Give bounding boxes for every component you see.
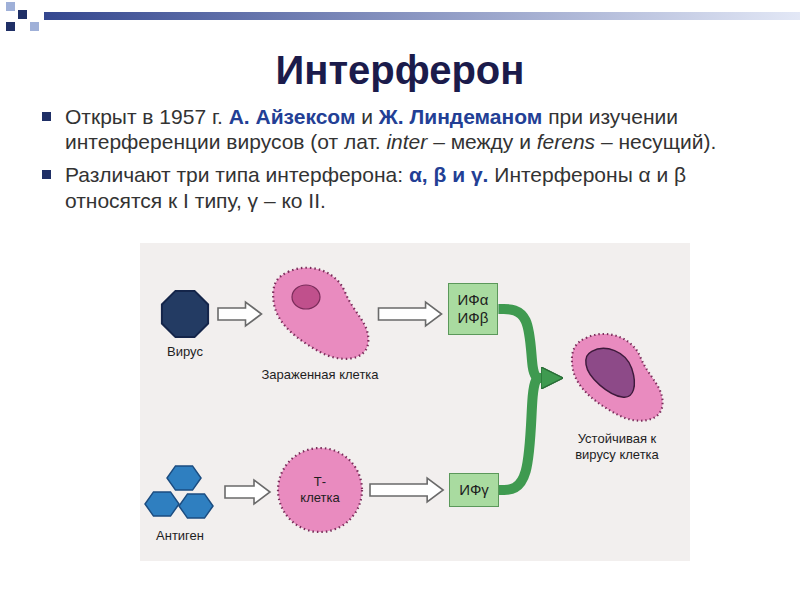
bullet-marker bbox=[42, 112, 51, 121]
bullet-text: и bbox=[361, 105, 373, 128]
cell-drawing bbox=[567, 328, 667, 428]
bullet-text: ferens bbox=[537, 130, 595, 153]
bullet-item: Различают три типа интерферона: α, β и γ… bbox=[65, 162, 770, 212]
merge-arrow bbox=[499, 378, 541, 490]
cell-membrane bbox=[278, 448, 362, 532]
interferon-box: ИФγ bbox=[449, 473, 499, 507]
top-bar bbox=[44, 12, 800, 20]
bullet-text: – несущий). bbox=[601, 130, 716, 153]
antigen-hexagon bbox=[179, 494, 213, 518]
merge-arrow bbox=[498, 309, 541, 378]
hollow-arrow bbox=[218, 302, 262, 326]
slide-title: Интерферон bbox=[0, 48, 800, 93]
virus-octagon bbox=[162, 291, 208, 337]
bullet-item: Открыт в 1957 г. А. Айзексом и Ж. Линдем… bbox=[65, 104, 770, 154]
bullet-text: – между и bbox=[433, 130, 531, 153]
virus-octagon bbox=[158, 287, 212, 341]
hollow-arrow bbox=[379, 302, 442, 326]
hollow-arrow bbox=[370, 478, 443, 502]
deco-square bbox=[30, 22, 39, 31]
node-label: Антиген bbox=[156, 528, 204, 544]
cell-nucleus bbox=[586, 348, 635, 397]
resistant-cell: Устойчивая к вирусу клетка bbox=[567, 328, 667, 462]
bullet-text: Различают три типа интерферона: bbox=[65, 163, 403, 186]
cell-drawing bbox=[268, 264, 373, 364]
bullet-marker bbox=[42, 170, 51, 179]
interferon-box: ИФα ИФβ bbox=[448, 283, 499, 335]
node-label: Зараженная клетка bbox=[261, 367, 378, 383]
node-label: Вирус bbox=[167, 344, 203, 360]
figure-panel bbox=[140, 243, 690, 561]
cell-membrane bbox=[273, 268, 368, 359]
infected-cell: Зараженная клетка bbox=[261, 264, 378, 383]
box-label: ИФγ bbox=[459, 481, 489, 499]
deco-square bbox=[18, 10, 27, 19]
t-cell: Т- клетка bbox=[276, 446, 364, 534]
virus-particle: Вирус bbox=[158, 287, 212, 360]
highlight-text: А. Айзексом bbox=[229, 105, 356, 128]
bullet-text: inter bbox=[386, 130, 427, 153]
antigen-hexagons bbox=[141, 459, 219, 525]
hollow-arrow bbox=[225, 480, 270, 504]
highlight-text: α, β и γ. bbox=[409, 163, 489, 186]
bullet-list: Открыт в 1957 г. А. Айзексом и Ж. Линдем… bbox=[65, 104, 770, 221]
node-label: Т- клетка bbox=[300, 474, 339, 505]
antigen-hexagon bbox=[145, 492, 179, 516]
node-label: Устойчивая к вирусу клетка bbox=[571, 431, 663, 462]
highlight-text: Ж. Линдеманом bbox=[379, 105, 542, 128]
bullet-text: Открыт в 1957 г. bbox=[65, 105, 223, 128]
deco-square bbox=[6, 22, 15, 31]
antigen-hexagon bbox=[167, 466, 201, 490]
box-label: ИФα ИФβ bbox=[458, 291, 489, 327]
antigen: Антиген bbox=[141, 459, 219, 544]
cell-membrane bbox=[572, 334, 663, 421]
deco-square bbox=[6, 2, 15, 11]
cell-nucleus bbox=[292, 285, 320, 309]
